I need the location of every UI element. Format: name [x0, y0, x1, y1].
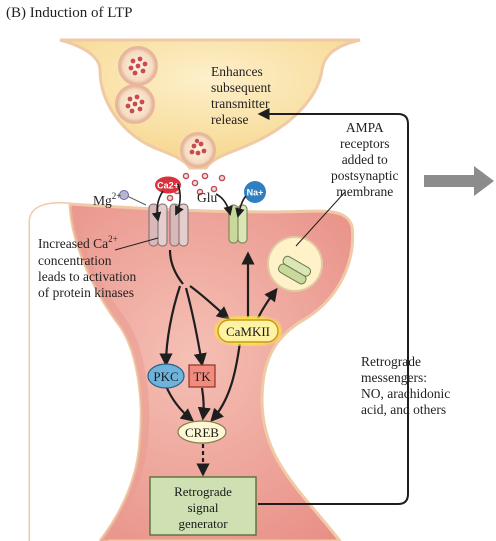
na-ion-label: Na+ [247, 188, 264, 198]
retrograde-loop-arrow [257, 108, 409, 505]
camkii-label: CaMKII [226, 324, 270, 339]
arrow-na-influx [235, 195, 247, 218]
vesicle [118, 46, 158, 86]
retrograde-signal-generator: Retrograde signal generator [149, 476, 257, 536]
panel-title: (B) Induction of LTP [6, 5, 133, 21]
mg-label: Mg2+ [93, 191, 122, 210]
generator-line-3: generator [178, 516, 228, 531]
retrograde-note-line: NO, arachidonic [361, 386, 451, 401]
calcium-note-line: Increased Ca2+ [38, 234, 136, 253]
arrow-camkii-creb [210, 341, 242, 422]
ampa-vesicle [267, 236, 323, 292]
retrograde-note: Retrograde messengers: NO, arachidonic a… [361, 354, 450, 418]
spine-neck-left [30, 203, 142, 541]
leader-ampa-note [295, 191, 346, 247]
mg-label-sup: 2+ [111, 191, 122, 201]
calcium-note-prefix: Increased Ca [38, 236, 109, 251]
presynaptic-note-line: Enhances [211, 64, 263, 79]
next-panel-arrow [424, 166, 494, 196]
retrograde-note-line: acid, and others [361, 402, 447, 417]
arrow-ca-influx [151, 190, 164, 222]
retrograde-note-line: messengers: [361, 370, 427, 385]
arrow-to-pkc [159, 285, 182, 367]
creb-node: CREB [177, 420, 227, 444]
arrow-to-tk [184, 287, 207, 367]
calcium-note-line: concentration [38, 253, 112, 268]
presynaptic-note-line: subsequent [211, 80, 271, 95]
ca-ion: Ca2+ [155, 176, 181, 194]
ampa-note-line: membrane [336, 184, 394, 199]
ampa-receptor [228, 204, 248, 244]
pkc-node: PKC [147, 363, 185, 389]
arrow-glu-nmda [175, 183, 184, 216]
calcium-note-line: leads to activation [38, 269, 137, 284]
camkii-node: CaMKII [214, 316, 282, 346]
ampa-note-line: postsynaptic [331, 168, 399, 183]
generator-line-2: signal [187, 500, 218, 515]
tk-label: TK [193, 369, 211, 384]
retrograde-note-line: Retrograde [361, 354, 421, 369]
ca-ion-label: Ca2+ [157, 181, 179, 191]
creb-label: CREB [185, 425, 219, 440]
arrow-camkii-vesicle [257, 287, 278, 319]
tk-node: TK [188, 364, 216, 388]
arrow-pkc-creb [164, 385, 195, 422]
arrow-to-camkii [189, 285, 231, 320]
generator-line-1: Retrograde [174, 484, 232, 499]
arrow-ca-to-kinases [168, 249, 184, 285]
calcium-note: Increased Ca2+ concentration leads to ac… [38, 234, 137, 301]
ampa-note-line: added to [341, 152, 388, 167]
presynaptic-note: Enhances subsequent transmitter release [211, 64, 271, 128]
arrow-glu-ampa [215, 193, 233, 216]
calcium-note-line: of protein kinases [38, 285, 134, 300]
ampa-note: AMPA receptors added to postsynaptic mem… [331, 120, 399, 200]
fusing-vesicle [180, 132, 216, 168]
spine-fill-left-edge [70, 206, 150, 541]
mg-ion [119, 190, 129, 200]
arrow-tk-creb [197, 387, 211, 421]
mg-label-prefix: Mg [93, 193, 112, 208]
ampa-note-line: AMPA [345, 120, 384, 135]
ampa-note-line: receptors [340, 136, 390, 151]
glu-label: Glu [197, 190, 218, 205]
vesicle [115, 84, 155, 124]
na-ion: Na+ [244, 181, 266, 203]
leader-ca-note [114, 237, 159, 251]
pkc-label: PKC [153, 369, 178, 384]
calcium-note-sup: 2+ [108, 234, 118, 244]
presynaptic-note-line: release [211, 112, 249, 127]
presynaptic-note-line: transmitter [211, 96, 270, 111]
